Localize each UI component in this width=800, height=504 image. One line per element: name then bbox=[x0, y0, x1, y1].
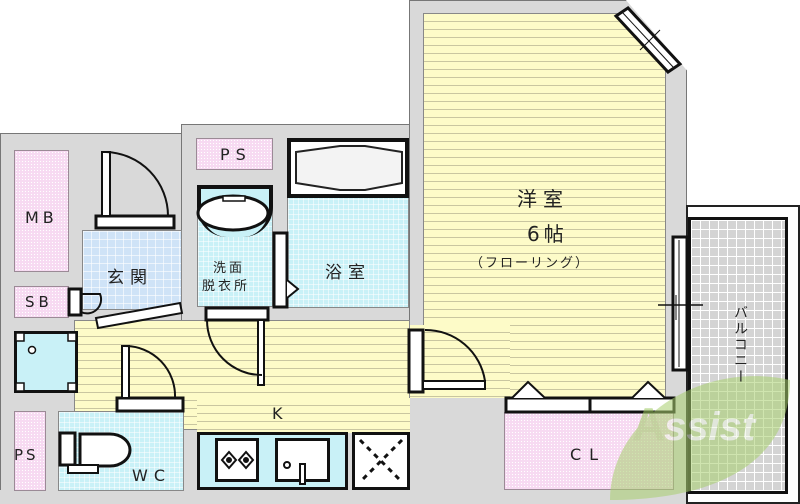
bathroom-label: 浴室 bbox=[325, 263, 371, 283]
entrance-area bbox=[82, 230, 182, 310]
kitchen-label: K bbox=[272, 404, 286, 423]
western-room-size: 6帖 bbox=[527, 222, 568, 246]
svg-text:A: A bbox=[632, 398, 665, 450]
meter-box bbox=[14, 150, 69, 272]
outer-wall-bottom bbox=[0, 490, 690, 504]
bathtub-inner bbox=[295, 145, 403, 191]
washroom-door bbox=[204, 306, 270, 386]
kitchen-floor-ext bbox=[197, 398, 410, 433]
closet-label: CL bbox=[570, 445, 607, 464]
meter-box-label: MB bbox=[25, 208, 58, 227]
shoe-box-label: SB bbox=[25, 293, 53, 311]
toilet-label: WC bbox=[132, 466, 171, 485]
entrance-door bbox=[94, 151, 176, 230]
entrance-label: 玄関 bbox=[107, 268, 153, 288]
balcony-window bbox=[658, 235, 703, 372]
pipe-space-bottom-label: PS bbox=[14, 446, 39, 464]
toilet-door bbox=[115, 345, 185, 413]
pipe-space-bottom bbox=[14, 411, 46, 491]
washroom-label-2: 脱衣所 bbox=[202, 279, 251, 294]
balcony-label: バルコニー bbox=[732, 305, 748, 385]
shoe-box-door bbox=[67, 287, 103, 317]
pipe-space-top bbox=[196, 138, 273, 170]
toilet-fixture bbox=[58, 431, 132, 474]
western-room-flooring: （フローリング） bbox=[470, 256, 591, 271]
watermark-assist: A ssist bbox=[610, 376, 790, 500]
bathroom-door bbox=[272, 231, 300, 309]
corner-window bbox=[613, 6, 683, 74]
western-room-label: 洋室 bbox=[517, 187, 569, 211]
pipe-space-top-label: PS bbox=[220, 145, 252, 164]
sink-faucet bbox=[283, 461, 306, 485]
closet-doors bbox=[504, 380, 676, 414]
svg-text:ssist: ssist bbox=[664, 405, 757, 449]
western-room-door bbox=[407, 328, 486, 394]
fridge-x-icon bbox=[358, 438, 404, 484]
laundry-pan-detail bbox=[15, 332, 77, 392]
stove-burner-icons bbox=[220, 450, 255, 470]
entrance-step bbox=[94, 301, 184, 330]
shoe-box bbox=[14, 286, 69, 318]
washroom-label-1: 洗面 bbox=[213, 261, 246, 276]
